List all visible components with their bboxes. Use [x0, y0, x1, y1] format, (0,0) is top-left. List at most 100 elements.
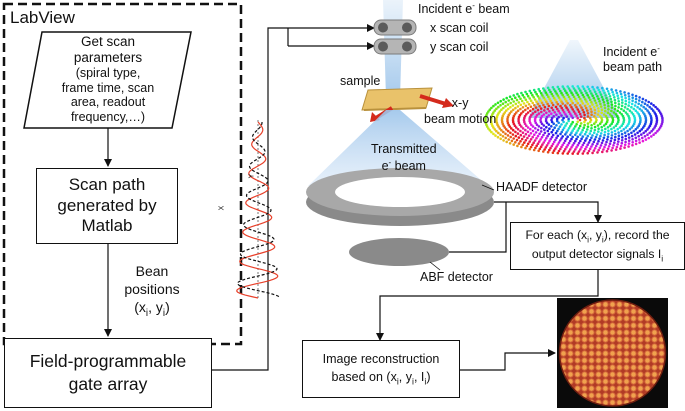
spiral-dot — [546, 102, 549, 106]
spiral-dot — [568, 148, 572, 151]
spiral-dot — [488, 108, 492, 111]
spiral-dot — [631, 124, 635, 127]
spiral-dot — [638, 138, 641, 141]
spiral-dot — [554, 138, 557, 142]
spiral-dot — [586, 85, 589, 89]
spiral-dot — [582, 150, 586, 153]
spiral-dot — [500, 129, 503, 132]
spiral-dot — [644, 107, 647, 111]
spiral-dot — [536, 95, 540, 98]
spiral-dot — [516, 92, 519, 96]
spiral-dot — [586, 134, 590, 138]
spiral-dot — [570, 91, 573, 94]
spiral-dot — [595, 104, 599, 107]
spiral-dot — [584, 118, 587, 122]
spiral-dot — [592, 131, 596, 134]
spiral-dot — [563, 139, 567, 143]
spiral-dot — [591, 151, 594, 155]
spiral-dot — [529, 109, 532, 113]
spiral-dot — [574, 112, 577, 115]
spiral-dot — [543, 148, 546, 151]
spiral-dot — [613, 96, 616, 99]
spiral-dot — [597, 110, 600, 113]
spiral-dot — [561, 93, 564, 97]
spiral-dot — [634, 94, 638, 98]
bean-line: Bean — [135, 263, 169, 279]
spiral-dot — [610, 88, 613, 91]
spiral-dot — [531, 135, 534, 139]
spiral-dot — [594, 120, 598, 124]
spiral-dot — [631, 143, 634, 147]
spiral-dot — [643, 102, 647, 105]
transmitted-line: Transmitted — [371, 142, 437, 156]
spiral-dot — [584, 89, 587, 93]
spiral-dot — [585, 145, 588, 149]
spiral-dot — [592, 106, 596, 109]
spiral-dot — [599, 105, 603, 108]
spiral-dot — [532, 141, 535, 144]
spiral-dot — [528, 147, 532, 151]
spiral-dot — [567, 110, 571, 113]
scan-params-line: (spiral type, — [75, 65, 141, 80]
spiral-dot — [567, 95, 571, 99]
spiral-dot — [524, 90, 527, 94]
spiral-dot — [526, 94, 530, 98]
spiral-dot — [579, 148, 582, 151]
sample-label: sample — [340, 74, 381, 88]
spiral-dot — [567, 87, 571, 90]
spiral-dot — [550, 144, 554, 148]
spiral-dot — [548, 110, 551, 113]
spiral-dot — [514, 106, 517, 110]
spiral-dot — [600, 111, 603, 115]
spiral-dot — [561, 143, 564, 147]
spiral-dot — [648, 105, 651, 109]
spiral-dot — [605, 140, 608, 144]
spiral-dot — [623, 131, 627, 134]
spiral-dot — [590, 113, 593, 116]
spiral-dot — [533, 119, 537, 123]
spiral-dot — [603, 103, 606, 107]
spiral-dot — [638, 107, 642, 111]
spiral-dot — [574, 139, 577, 143]
spiral-dot — [543, 89, 546, 92]
scan-params-line: frequency,…) — [70, 110, 146, 125]
spiral-dot — [627, 133, 630, 136]
spiral-dot — [594, 92, 598, 96]
spiral-dot — [593, 128, 597, 132]
spiral-dot — [638, 141, 641, 144]
spiral-dot — [495, 107, 498, 111]
spiral-dot — [504, 132, 507, 136]
spiral-dot — [580, 131, 583, 134]
spiral-dot — [592, 96, 596, 100]
spiral-dot — [496, 135, 500, 139]
spiral-dot — [597, 139, 600, 143]
spiral-dot — [644, 138, 648, 141]
spiral-dot — [525, 92, 529, 96]
spiral-dot — [525, 144, 529, 148]
x-scan-coil-label: x scan coil — [430, 21, 489, 35]
e-beam-end: beam — [391, 158, 426, 173]
spiral-dot — [498, 127, 502, 130]
spiral-dot — [515, 126, 518, 129]
spiral-dot — [550, 101, 554, 105]
spiral-dot — [590, 110, 593, 113]
spiral-dot — [606, 138, 609, 141]
spiral-dot — [601, 139, 605, 142]
spiral-dot — [579, 139, 582, 143]
spiral-dot — [563, 97, 567, 101]
spiral-dot — [661, 118, 664, 122]
spiral-dot — [528, 140, 531, 143]
spiral-dot — [599, 144, 603, 147]
spiral-dot — [651, 109, 655, 112]
spiral-dot — [591, 94, 594, 97]
spiral-dot — [550, 130, 553, 134]
spiral-dot — [622, 109, 626, 112]
spiral-dot — [524, 132, 528, 136]
spiral-dot — [650, 135, 653, 138]
spiral-dot — [579, 115, 583, 118]
spiral-dot — [561, 135, 564, 138]
spiral-dot — [545, 93, 549, 96]
spiral-dot — [548, 97, 551, 101]
spiral-dot — [535, 144, 538, 148]
spiral-dot — [630, 111, 633, 114]
